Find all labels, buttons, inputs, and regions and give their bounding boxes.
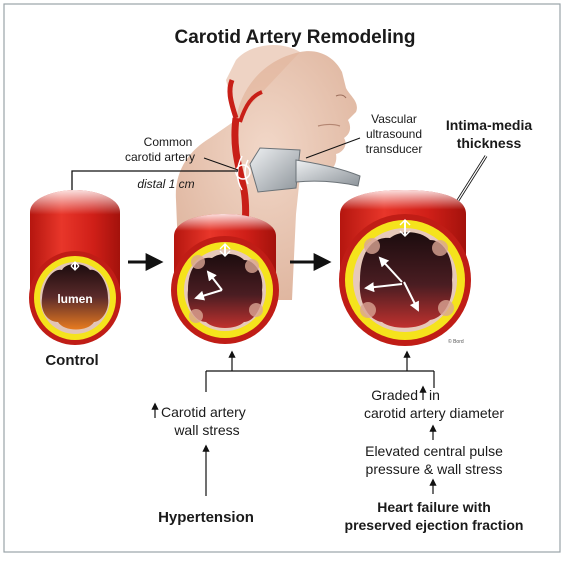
diagram-title: Carotid Artery Remodeling: [174, 27, 415, 48]
transducer-label-1: Vascular: [371, 112, 417, 126]
control-label: Control: [45, 352, 98, 369]
artist-signature: © Bord: [448, 338, 464, 345]
imt-label-2: thickness: [457, 135, 522, 151]
transducer-label-3: transducer: [366, 142, 423, 156]
lumen-label: lumen: [57, 292, 92, 306]
wall-stress-label-2: wall stress: [173, 422, 239, 438]
distal-label: distal 1 cm: [137, 177, 194, 191]
wall-stress-label-1: Carotid artery: [161, 404, 246, 420]
common-carotid-label-2: carotid artery: [125, 150, 195, 164]
elevated-label-1: Elevated central pulse: [365, 443, 503, 459]
graded-label-1b: in: [429, 387, 440, 403]
hfpef-artery-cross-section: [339, 190, 471, 346]
elevated-label-2: pressure & wall stress: [366, 461, 503, 477]
hypertension-label: Hypertension: [158, 509, 254, 526]
transducer-label-2: ultrasound: [366, 127, 422, 141]
hf-label-1: Heart failure with: [377, 499, 491, 515]
hypertension-artery-cross-section: [171, 214, 279, 344]
control-artery-cross-section: [29, 190, 121, 345]
graded-label-1a: Graded: [371, 387, 418, 403]
hf-label-2: preserved ejection fraction: [345, 517, 524, 533]
imt-label-1: Intima-media: [446, 117, 533, 133]
graded-label-2: carotid artery diameter: [364, 405, 504, 421]
common-carotid-label-1: Common: [144, 135, 193, 149]
